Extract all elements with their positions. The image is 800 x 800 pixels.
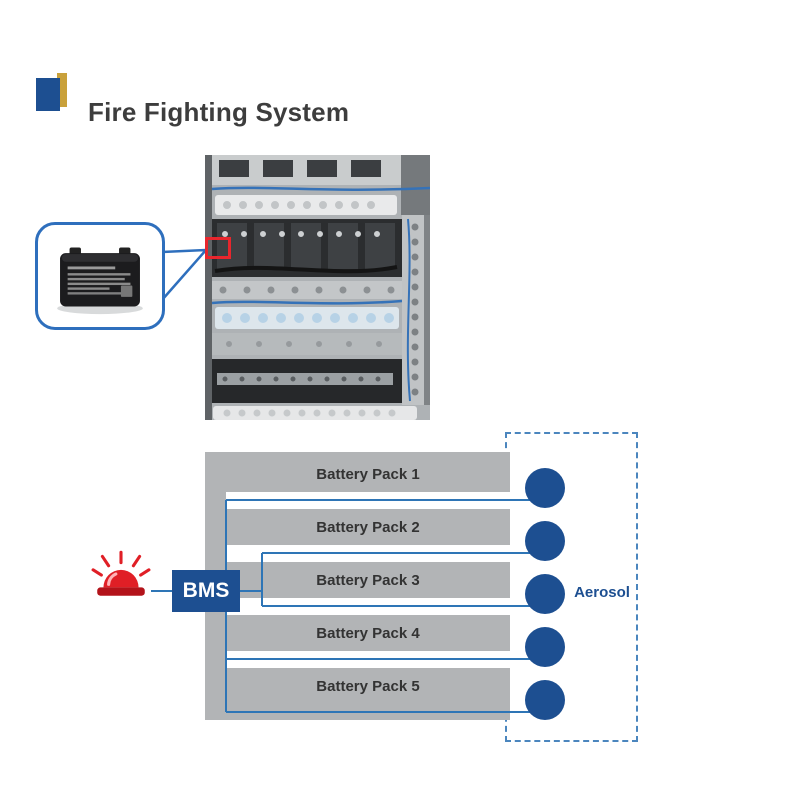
battery-pack-bar: Battery Pack 2 [226,509,510,545]
battery-cabinet-photo [205,155,430,420]
battery-pack-bar: Battery Pack 3 [226,562,510,598]
aerosol-unit-circle [525,521,565,561]
alarm-siren-icon [91,550,151,596]
photo-highlight-box [205,237,231,259]
battery-pack-label: Battery Pack 3 [316,571,420,589]
device-callout [35,222,165,330]
battery-pack-bar: Battery Pack 5 [226,668,510,704]
aerosol-label: Aerosol [574,584,630,601]
battery-pack-label: Battery Pack 5 [316,677,420,695]
title-accent-blue [36,78,60,111]
battery-pack-label: Battery Pack 2 [316,518,420,536]
aerosol-unit-circle [525,627,565,667]
aerosol-device-photo [57,247,143,315]
bms-box: BMS [172,570,240,612]
aerosol-unit-circle [525,680,565,720]
title-accent-gold [57,73,67,107]
battery-pack-label: Battery Pack 4 [316,624,420,642]
battery-pack-label: Battery Pack 1 [316,465,420,483]
aerosol-unit-circle [525,574,565,614]
page-title: Fire Fighting System [88,97,350,127]
battery-pack-bar: Battery Pack 1 [226,456,510,492]
aerosol-unit-circle [525,468,565,508]
bms-label: BMS [182,579,230,602]
battery-pack-bar: Battery Pack 4 [226,615,510,651]
